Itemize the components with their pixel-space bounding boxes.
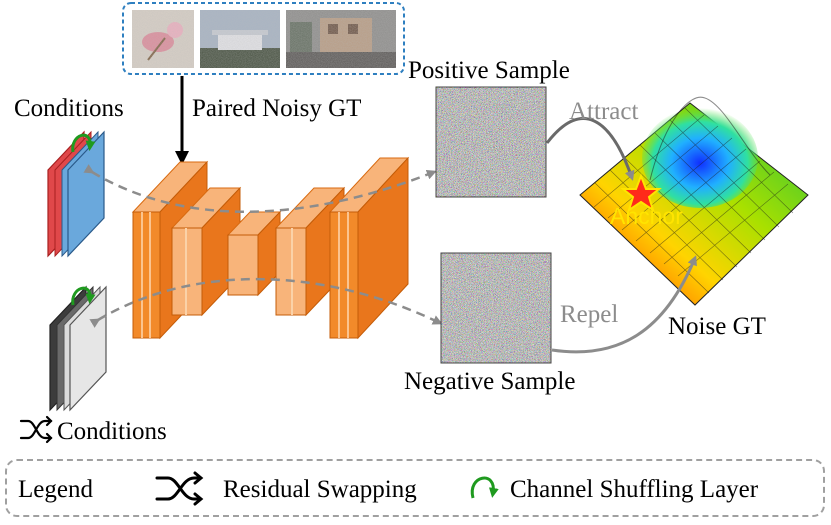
legend-title: Legend bbox=[18, 476, 93, 503]
star-icon bbox=[620, 173, 662, 213]
unet-block-dec2 bbox=[328, 156, 410, 340]
legend-residual-swapping: Residual Swapping bbox=[223, 476, 417, 503]
anchor-label: Anchor bbox=[610, 203, 683, 229]
shuffled-conditions-label: Conditions bbox=[57, 418, 167, 445]
channel-shuffle-icon bbox=[470, 476, 499, 499]
negative-sample-frame bbox=[440, 252, 552, 364]
channel-shuffle-icon bbox=[71, 133, 96, 153]
negative-sample-label: Negative Sample bbox=[404, 368, 576, 395]
noisy-photo-strip bbox=[122, 2, 405, 75]
paired-noisy-gt-label: Paired Noisy GT bbox=[192, 95, 362, 122]
legend-box bbox=[5, 459, 825, 517]
negative-flow-arrow bbox=[89, 277, 443, 328]
positive-sample-label: Positive Sample bbox=[408, 57, 570, 84]
conditions-stack bbox=[47, 130, 105, 258]
legend-channel-shuffling: Channel Shuffling Layer bbox=[510, 476, 759, 503]
negative-sample-noise bbox=[441, 253, 551, 363]
unet-encoder-decoder bbox=[131, 156, 410, 340]
shuffled-conditions-stack bbox=[49, 285, 107, 412]
unet-block-bottleneck bbox=[226, 210, 282, 297]
noise-gt-surface bbox=[579, 96, 809, 306]
channel-shuffle-icon bbox=[71, 286, 96, 306]
noisy-photo-building bbox=[200, 10, 280, 68]
residual-swap-icon bbox=[19, 415, 53, 444]
attract-label: Attract bbox=[569, 98, 639, 125]
repel-label: Repel bbox=[560, 301, 619, 328]
noisy-photo-flower bbox=[132, 10, 194, 68]
positive-sample-noise bbox=[436, 87, 546, 197]
conditions-label: Conditions bbox=[14, 95, 124, 122]
photo-strip-border bbox=[122, 2, 405, 75]
noisy-photo-street bbox=[286, 10, 396, 68]
noise-gt-label: Noise GT bbox=[668, 313, 766, 340]
attract-arrow bbox=[545, 117, 635, 181]
repel-arrow bbox=[551, 255, 697, 354]
residual-swap-icon bbox=[155, 471, 204, 506]
